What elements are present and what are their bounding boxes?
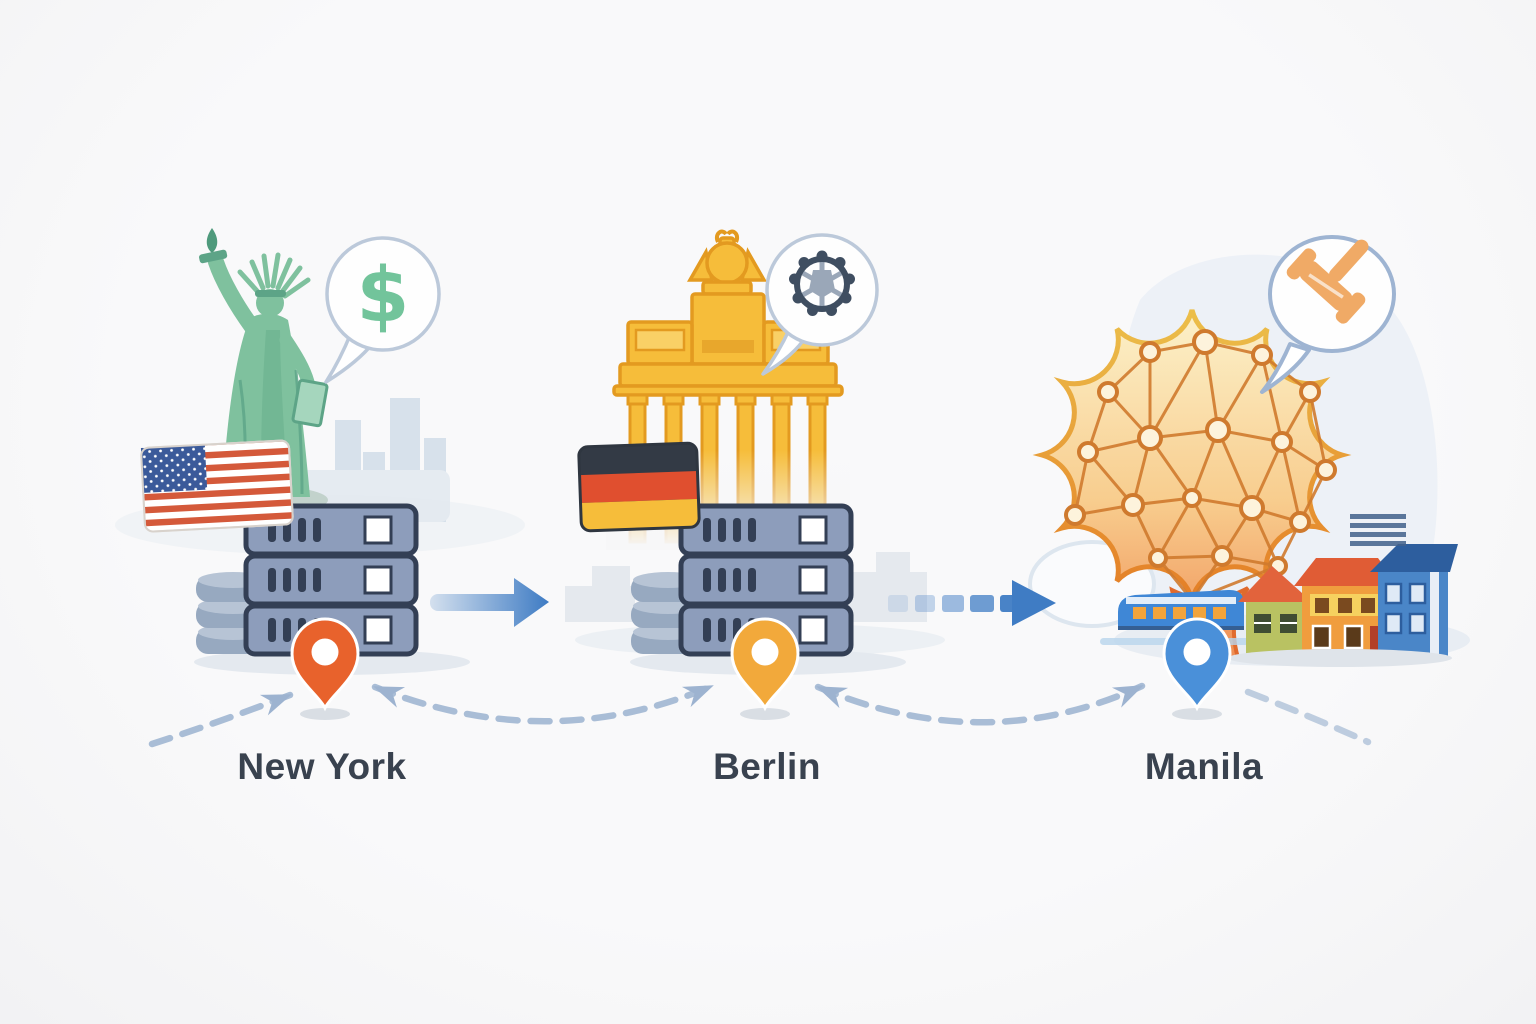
jeepney xyxy=(1100,589,1252,645)
location-pins xyxy=(290,617,1232,720)
houses-shadow xyxy=(1228,649,1452,667)
dollar-speech-bubble: $ xyxy=(324,236,441,384)
house-orange xyxy=(1294,558,1398,658)
dashed-route-berlin-manila xyxy=(814,682,1146,726)
gear-speech-bubble xyxy=(761,233,879,376)
dashed-arrow-berlin-manila xyxy=(888,580,1056,626)
brain-nodes xyxy=(1064,329,1337,608)
location-pin-new-york xyxy=(290,617,360,710)
house-green xyxy=(1238,566,1312,658)
dashed-route-manila-right xyxy=(1244,688,1372,746)
solid-arrow-ny-berlin xyxy=(430,578,549,627)
location-pin-manila xyxy=(1162,617,1232,710)
gear-icon xyxy=(789,250,855,316)
pin-shadow-new-york xyxy=(300,708,350,720)
city-label-manila: Manila xyxy=(1144,746,1264,787)
house-blue xyxy=(1370,544,1458,658)
houses xyxy=(1228,514,1458,667)
usa-flag xyxy=(140,439,294,533)
dashed-route-left-edge xyxy=(148,691,294,748)
dollar-icon: $ xyxy=(357,250,410,339)
berlin-scene xyxy=(577,229,906,675)
city-label-new-york: New York xyxy=(237,746,407,787)
manila-scene xyxy=(1032,235,1458,667)
route-curves xyxy=(148,682,1372,748)
gavel-icon xyxy=(1286,239,1369,324)
pin-shadow-manila xyxy=(1172,708,1222,720)
dashed-route-ny-berlin xyxy=(371,682,716,725)
vent-louvers xyxy=(1350,514,1406,546)
location-pin-berlin xyxy=(730,617,800,710)
pin-shadow-berlin xyxy=(740,708,790,720)
germany-flag xyxy=(577,441,701,533)
gavel-speech-bubble xyxy=(1260,235,1396,394)
berlin-skyline xyxy=(565,552,927,622)
new-york-scene: $ xyxy=(140,228,470,675)
city-label-berlin: Berlin xyxy=(713,746,821,787)
